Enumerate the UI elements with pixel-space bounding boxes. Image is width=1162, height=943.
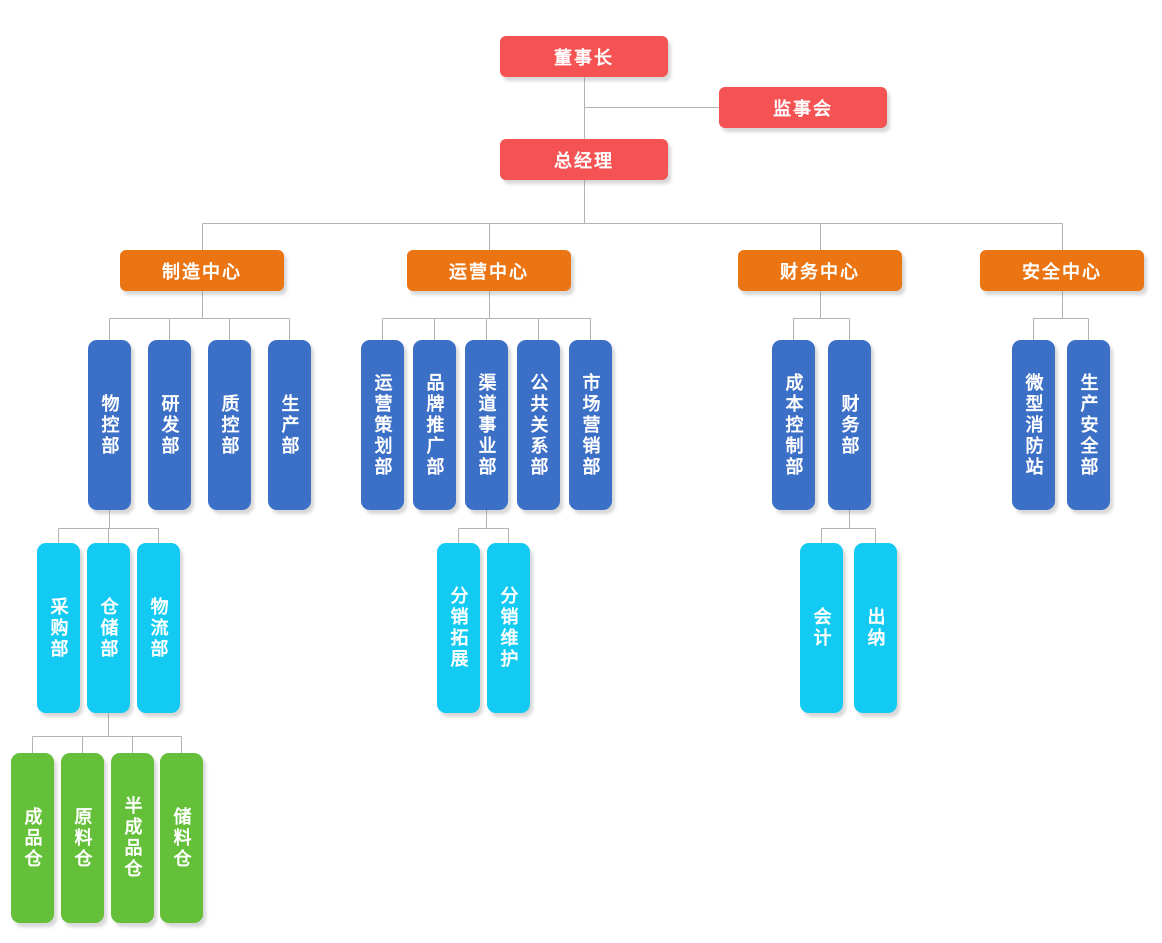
org-node-logistics-dept: 物流部 [137,543,180,713]
org-node-finance-center: 财务中心 [738,250,902,291]
org-node-general-manager: 总经理 [500,139,668,180]
org-node-distribution-expansion: 分销拓展 [437,543,480,713]
org-node-brand-promotion-dept: 品牌推广部 [413,340,456,510]
connector-fin-departments [793,291,850,340]
org-node-finance-dept: 财务部 [828,340,871,510]
org-node-quality-control-dept: 质控部 [208,340,251,510]
connector-matctrl-subs [58,510,159,543]
org-node-micro-fire-station: 微型消防站 [1012,340,1055,510]
org-node-safety-center: 安全中心 [980,250,1144,291]
org-node-rnd-dept: 研发部 [148,340,191,510]
org-node-purchasing-dept: 采购部 [37,543,80,713]
org-node-production-dept: 生产部 [268,340,311,510]
org-node-channel-business-dept: 渠道事业部 [465,340,508,510]
org-node-raw-material-warehouse: 原料仓 [61,753,104,923]
org-node-material-control-dept: 物控部 [88,340,131,510]
org-node-production-safety-dept: 生产安全部 [1067,340,1110,510]
org-node-cashier: 出纳 [854,543,897,713]
connector-ops-departments [382,291,591,340]
org-node-storage-warehouse: 储料仓 [160,753,203,923]
org-node-semi-finished-warehouse: 半成品仓 [111,753,154,923]
org-node-warehousing-dept: 仓储部 [87,543,130,713]
org-node-cost-control-dept: 成本控制部 [772,340,815,510]
connector-warehouse-subs [32,713,182,753]
org-node-accounting: 会计 [800,543,843,713]
org-node-distribution-maintenance: 分销维护 [487,543,530,713]
org-node-operations-planning-dept: 运营策划部 [361,340,404,510]
org-node-operations-center: 运营中心 [407,250,571,291]
org-node-public-relations-dept: 公共关系部 [517,340,560,510]
connector-channel-subs [458,510,509,543]
connector-mfg-departments [109,291,290,340]
org-node-marketing-dept: 市场营销部 [569,340,612,510]
connector-gm-centers [202,180,1063,250]
org-node-manufacturing-center: 制造中心 [120,250,284,291]
org-node-chairman: 董事长 [500,36,668,77]
connector-safety-departments [1033,291,1089,340]
org-node-finished-goods-warehouse: 成品仓 [11,753,54,923]
org-node-supervisory-board: 监事会 [719,87,887,128]
connector-findept-subs [821,510,876,543]
